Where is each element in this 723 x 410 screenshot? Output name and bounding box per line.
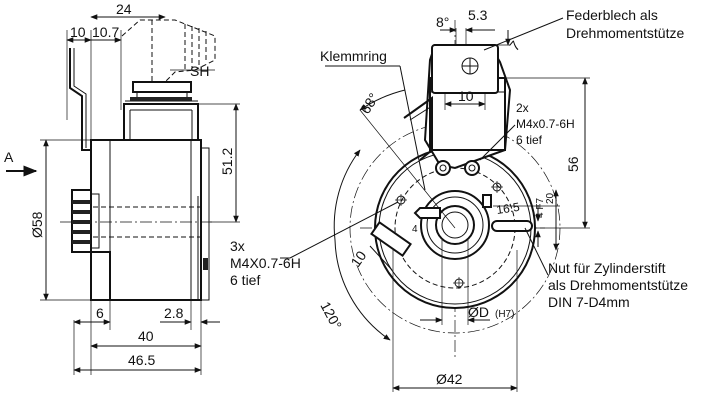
dim-10-7: 10.7 — [92, 24, 119, 40]
federblech-label-line2: Drehmomentstütze — [566, 25, 684, 41]
side-view: 24 10 10.7 SH 51.2 A Ø58 6 2.8 40 46.5 — [4, 1, 240, 375]
nut-label-line2: als Drehmomentstütze — [548, 277, 688, 293]
dim-51-2: 51.2 — [219, 148, 235, 175]
klemmring-label: Klemmring — [320, 48, 387, 64]
dim-46-5: 46.5 — [128, 352, 155, 368]
m4-3x-line1: 3x — [230, 238, 245, 254]
dim-dia-42: Ø42 — [436, 371, 463, 387]
dim-10-left: 10 — [347, 248, 369, 270]
dim-56: 56 — [565, 156, 581, 172]
dim-16-5: 16.5 — [495, 200, 520, 217]
dim-8-deg: 8° — [436, 14, 449, 30]
dim-sh: SH — [190, 63, 209, 79]
m4-2x-line2: M4x0.7-6H — [516, 117, 575, 131]
dim-20: 20 — [545, 192, 556, 204]
nut-label-line1: Nut für Zylinderstift — [548, 260, 666, 276]
dim-4: 4 — [412, 224, 418, 235]
dim-120-deg: 120° — [317, 299, 345, 332]
nut-label-line3: DIN 7-D4mm — [548, 294, 630, 310]
dim-10: 10 — [70, 24, 86, 40]
dim-dia-58: Ø58 — [29, 211, 45, 238]
dim-2-8: 2.8 — [164, 305, 184, 321]
dim-10-top: 10 — [458, 88, 474, 104]
dim-24: 24 — [116, 1, 132, 17]
m4-3x-line2: M4X0.7-6H — [230, 255, 301, 271]
m4-2x-line1: 2x — [516, 101, 529, 115]
view-arrow-a: A — [4, 149, 14, 165]
dim-40: 40 — [138, 328, 154, 344]
dim-h7: (H7) — [495, 309, 514, 320]
dim-6: 6 — [96, 305, 104, 321]
m4-2x-line3: 6 tief — [516, 133, 543, 147]
dim-68-deg: 68° — [357, 90, 382, 116]
dim-5-3: 5.3 — [468, 7, 488, 23]
front-view: 8° 5.3 7 Federblech als Drehmomentstütze… — [230, 7, 688, 392]
dim-dia-d: ØD — [468, 304, 489, 320]
dim-7: 7 — [506, 38, 523, 54]
federblech-label-line1: Federblech als — [566, 7, 658, 23]
m4-3x-line3: 6 tief — [230, 272, 260, 288]
dim-4-f7: 4 F7 — [535, 198, 546, 218]
